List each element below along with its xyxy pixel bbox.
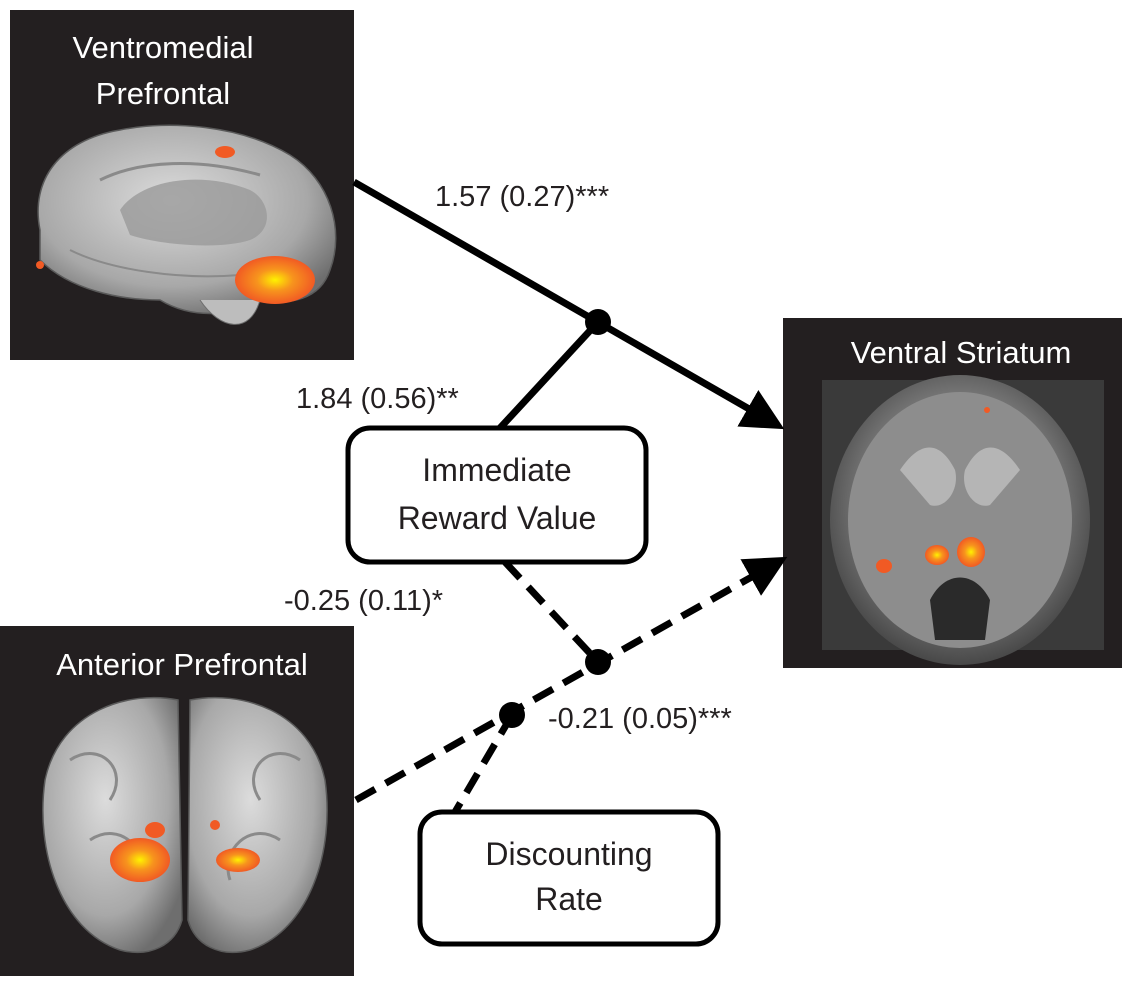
vs-panel: Ventral Striatum (783, 318, 1122, 668)
dr-moderation-coefficient: -0.21 (0.05)*** (548, 703, 732, 735)
vmpfc-to-vs-arrow (352, 178, 785, 430)
apfc-to-vs-arrow (354, 556, 788, 804)
immediate-reward-value-box: Immediate Reward Value (345, 425, 649, 565)
discounting-rate-box: Discounting Rate (417, 809, 721, 947)
irv-to-vmpfc-path-line (497, 319, 601, 431)
irv-moderation-coefficient: 1.84 (0.56)** (296, 383, 459, 415)
immediate-reward-value-line2: Reward Value (398, 500, 597, 536)
dr-to-apfc-path-line (451, 713, 516, 814)
irv-apfc-coefficient: -0.25 (0.11)* (284, 585, 443, 617)
apfc-activation (110, 838, 170, 882)
dr-apfc-interaction-node (499, 702, 525, 728)
vmpfc-title-line1: Ventromedial (73, 30, 254, 65)
vmpfc-vs-coefficient: 1.57 (0.27)*** (435, 181, 609, 213)
paths (352, 178, 788, 814)
discounting-rate-line2: Rate (535, 881, 603, 917)
apfc-panel: Anterior Prefrontal (0, 626, 354, 976)
irv-to-apfc-path-line (502, 559, 601, 665)
apfc-title: Anterior Prefrontal (56, 647, 308, 682)
vs-title: Ventral Striatum (851, 335, 1072, 370)
discounting-rate-line1: Discounting (485, 836, 652, 872)
vmpfc-panel: Ventromedial Prefrontal (10, 10, 354, 360)
vmpfc-activation (235, 256, 315, 304)
vmpfc-title-line2: Prefrontal (96, 76, 230, 111)
frontal-brain-image (42, 696, 328, 954)
coronal-mri-image (822, 375, 1104, 665)
medial-brain-image (36, 124, 337, 325)
vmpfc-interaction-node (585, 309, 611, 335)
irv-apfc-interaction-node (585, 649, 611, 675)
immediate-reward-value-line1: Immediate (422, 452, 571, 488)
